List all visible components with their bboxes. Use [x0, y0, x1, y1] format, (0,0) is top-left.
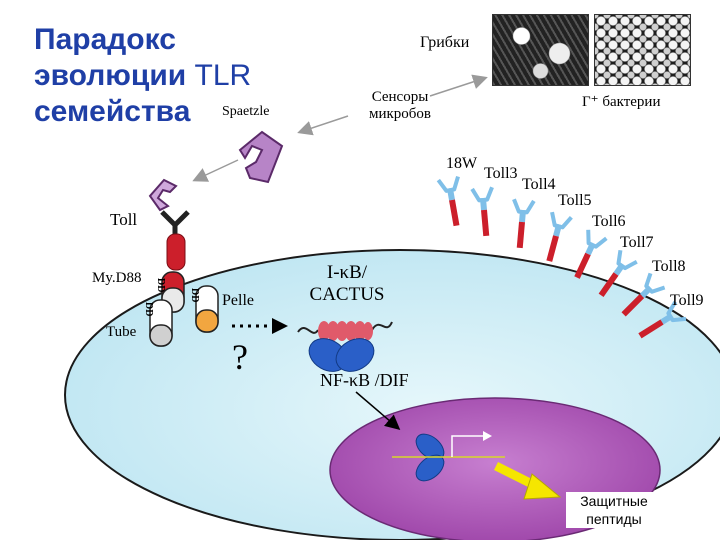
myd88-label: My.D88 [92, 270, 142, 286]
peptides-label: Защитные пептиды [566, 492, 662, 528]
ikb-line-2: CACTUS [309, 284, 385, 305]
receptor-toll4 [512, 198, 536, 249]
receptor-label-18w: 18W [446, 155, 478, 172]
peptides-arrow [493, 461, 562, 500]
receptor-toll3 [470, 186, 494, 237]
sensors-label: Сенсоры микробов [355, 89, 445, 123]
fungi-photo [492, 14, 589, 86]
receptor-toll7 [598, 249, 638, 298]
spaetzle-ligand [238, 130, 284, 184]
nfkb-complex [308, 338, 375, 372]
signal-arrowhead [272, 318, 288, 334]
title-line-1: Парадокс [34, 23, 176, 56]
toll-label: Toll [110, 210, 138, 229]
ikb-label: I-κB/ CACTUS [302, 262, 392, 306]
receptor-18w [436, 176, 460, 227]
receptor-label-toll8: Toll8 [652, 258, 686, 275]
target-gene [392, 431, 505, 458]
sensor-arrow-right [429, 74, 488, 97]
peptides-line-1: Защитные [580, 493, 648, 509]
dd-label-myd88: DD [155, 278, 166, 293]
title-line-2-accent: TLR [194, 59, 252, 92]
tube-death-domain [149, 299, 173, 347]
receptor-label-toll6: Toll6 [592, 213, 626, 230]
gram-bacteria-label: Г⁺ бактерии [582, 94, 661, 110]
page-title: Парадокс эволюции TLR семейства [34, 22, 251, 130]
fungi-label: Грибки [420, 34, 470, 51]
receptor-label-toll4: Toll4 [522, 176, 556, 193]
nuclear-nfkb [415, 433, 445, 482]
receptor-label-toll7: Toll7 [620, 234, 654, 251]
spaetzle-label: Spaetzle [222, 104, 270, 119]
sensors-line-1: Сенсоры [371, 89, 429, 105]
spaetzle-arrow [192, 159, 239, 182]
ikb-line-1: I-κB/ [326, 262, 368, 283]
pelle-death-domain [195, 285, 219, 333]
nfkb-label: NF-κB /DIF [320, 370, 409, 390]
receptor-label-toll5: Toll5 [558, 192, 592, 209]
title-line-2-bold: эволюции [34, 59, 195, 92]
title-line-3: семейства [34, 95, 191, 128]
title-line-2: эволюции TLR [34, 58, 251, 94]
spaetzle-bound [148, 178, 178, 212]
ikb-cactus [297, 321, 393, 341]
bacteria-photo [594, 14, 691, 86]
receptor-array [436, 176, 687, 339]
sensors-line-2: микробов [368, 106, 432, 122]
receptor-toll5 [546, 211, 573, 262]
receptor-toll9 [638, 300, 687, 339]
nfkb-translocation-arrow [355, 391, 401, 430]
toll-receptor [160, 210, 190, 271]
sensor-arrow-left [297, 115, 349, 136]
receptor-toll6 [574, 229, 608, 279]
receptor-label-toll3: Toll3 [484, 165, 518, 182]
unknown-step-label: ? [232, 337, 248, 377]
tube-label: Tube [106, 324, 137, 340]
receptor-toll8 [621, 272, 666, 317]
dd-label-tube: DD [143, 302, 154, 317]
receptor-label-toll9: Toll9 [670, 292, 704, 309]
peptides-line-2: пептиды [586, 511, 642, 527]
pelle-label: Pelle [222, 292, 254, 309]
dd-label-pelle: DD [189, 288, 200, 303]
